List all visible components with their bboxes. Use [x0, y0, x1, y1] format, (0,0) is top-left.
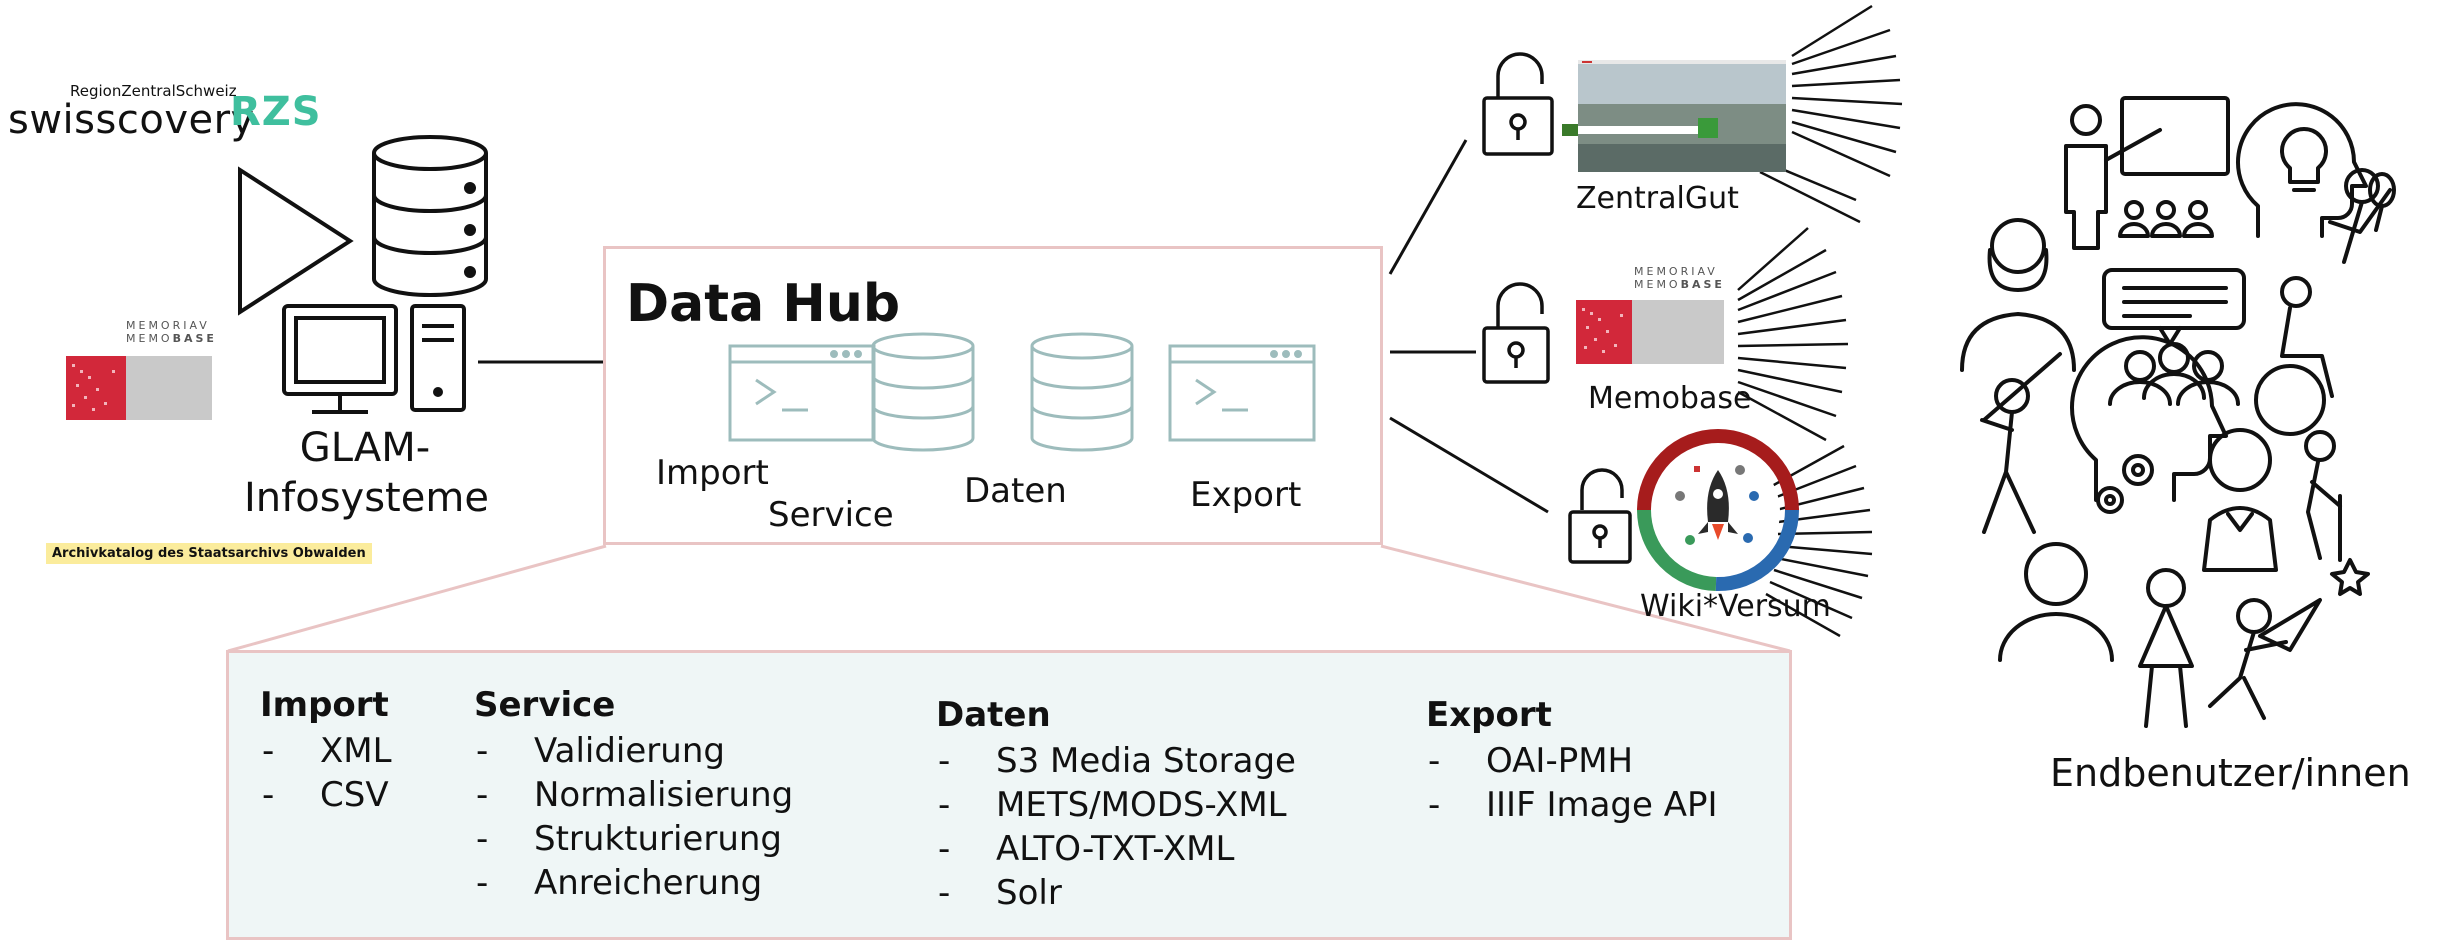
glam-line2: Infosysteme	[244, 475, 489, 521]
swisscovery-wordmark: swisscovery	[8, 97, 255, 143]
connector-hub-zentralgut	[1388, 139, 1468, 275]
memobase-label: Memobase	[1588, 381, 1752, 416]
memoriav-source-line1: MEMORIAV	[126, 319, 210, 332]
detail-export-bullet-2: -	[1428, 785, 1441, 825]
memoriav-source-line2: MEMOBASE	[126, 331, 214, 346]
detail-daten-bullet-2: -	[938, 785, 951, 825]
open-lock-icon-wikiversum	[1568, 468, 1632, 564]
detail-daten-bullet-4: -	[938, 873, 951, 913]
detail-service-item-3: Strukturierung	[534, 819, 783, 859]
rzs-logo-text: RZS	[230, 89, 322, 135]
connector-hub-wikiversum	[1389, 416, 1549, 514]
detail-import-bullet-2: -	[262, 775, 275, 815]
base-text: BASE	[1680, 277, 1725, 291]
wikiversum-logo	[1637, 429, 1799, 592]
detail-daten-item-3: ALTO-TXT-XML	[996, 829, 1235, 869]
memoriav-target-line1: MEMORIAV	[1634, 265, 1718, 278]
detail-import-bullet-1: -	[262, 731, 275, 771]
detail-export-item-1: OAI-PMH	[1486, 741, 1634, 781]
detail-daten-bullet-1: -	[938, 741, 951, 781]
detail-import-item-2: CSV	[320, 775, 389, 815]
data-hub-title: Data Hub	[626, 274, 901, 334]
memobase-logo-source	[66, 356, 212, 420]
swisscovery-tagline: RegionZentralSchweiz	[70, 82, 237, 100]
detail-daten-item-2: METS/MODS-XML	[996, 785, 1287, 825]
memoriav-source-label: MEMORIAV MEMOBASE	[126, 319, 214, 346]
detail-service-bullet-4: -	[476, 863, 489, 903]
detail-export-bullet-1: -	[1428, 741, 1441, 781]
detail-service-title: Service	[474, 685, 616, 725]
detail-service-item-4: Anreicherung	[534, 863, 763, 903]
computer-icon	[282, 304, 466, 414]
zoom-line-left	[227, 544, 607, 653]
database-icon	[372, 135, 488, 297]
detail-service-item-2: Normalisierung	[534, 775, 794, 815]
wikiversum-label: Wiki*Versum	[1640, 589, 1831, 624]
hub-export-label: Export	[1190, 475, 1302, 515]
broadcast-rays-zentralgut	[1759, 4, 1903, 224]
endusers-label: Endbenutzer/innen	[2050, 751, 2411, 795]
detail-import-title: Import	[260, 685, 389, 725]
detail-daten-item-4: Solr	[996, 873, 1062, 913]
hub-daten-label: Daten	[964, 471, 1067, 511]
memobase-logo-target	[1576, 300, 1724, 364]
open-lock-icon-memobase	[1482, 282, 1550, 384]
detail-import-item-1: XML	[320, 731, 392, 771]
hub-service-label: Service	[768, 495, 894, 535]
detail-service-item-1: Validierung	[534, 731, 725, 771]
glam-line1: GLAM-	[299, 425, 431, 471]
detail-daten-title: Daten	[936, 695, 1051, 735]
zoom-line-right	[1380, 544, 1791, 653]
detail-service-bullet-2: -	[476, 775, 489, 815]
memoriav-target-line2: MEMOBASE	[1634, 277, 1722, 292]
memo-text: MEMO	[1634, 277, 1681, 291]
base-text: BASE	[172, 331, 217, 345]
open-lock-icon-zentralgut	[1482, 52, 1554, 156]
zentralgut-label: ZentralGut	[1576, 181, 1739, 216]
detail-daten-bullet-3: -	[938, 829, 951, 869]
memoriav-target-label: MEMORIAV MEMOBASE	[1634, 265, 1722, 292]
archiv-label: Archivkatalog des Staatsarchivs Obwalden	[46, 543, 372, 564]
detail-service-bullet-1: -	[476, 731, 489, 771]
detail-export-item-2: IIIF Image API	[1486, 785, 1718, 825]
rzs-logo: RZS	[230, 92, 322, 132]
play-icon	[238, 166, 354, 316]
detail-box	[226, 650, 1792, 940]
hub-import-label: Import	[656, 453, 769, 493]
detail-service-bullet-3: -	[476, 819, 489, 859]
zentralgut-thumbnail	[1562, 60, 1786, 172]
detail-export-title: Export	[1426, 695, 1552, 735]
detail-daten-item-1: S3 Media Storage	[996, 741, 1296, 781]
endusers-illustration	[1960, 96, 2396, 728]
memo-text: MEMO	[126, 331, 173, 345]
broadcast-rays-memobase	[1737, 227, 1849, 442]
